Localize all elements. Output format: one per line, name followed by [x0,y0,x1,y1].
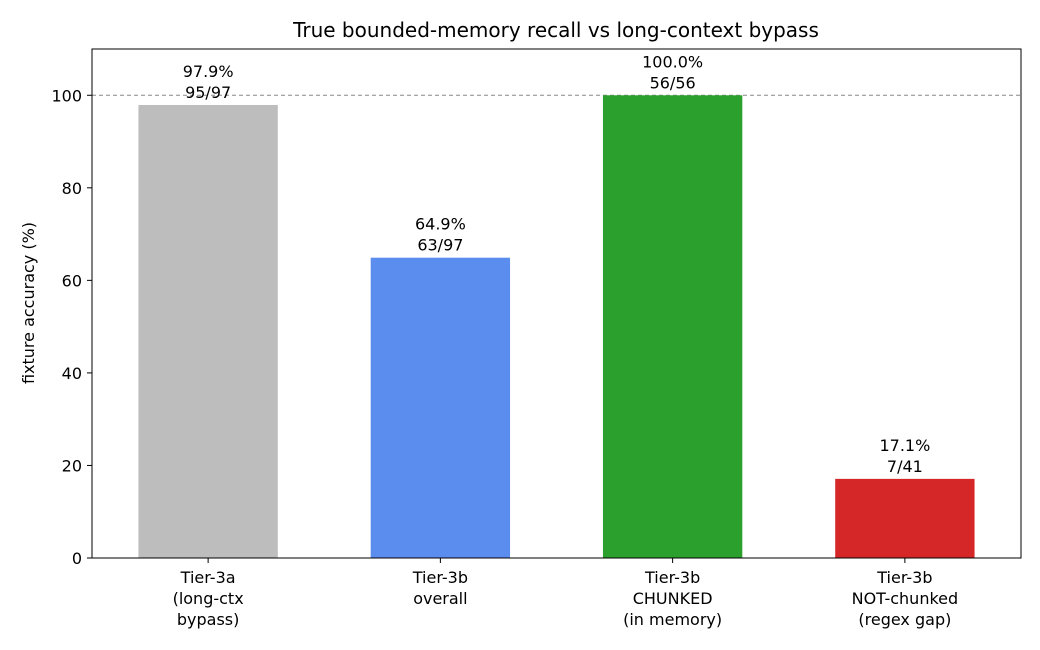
x-tick-label: overall [413,589,467,608]
y-tick-label: 60 [62,271,82,290]
y-tick-label: 0 [72,549,82,568]
bar [835,478,975,558]
x-tick-label: Tier-3a [180,568,236,587]
x-tick-label: Tier-3b [644,568,700,587]
data-label: 100.0% [642,52,703,71]
data-label: 97.9% [183,62,234,81]
x-tick-label: NOT-chunked [852,589,959,608]
chart-title: True bounded-memory recall vs long-conte… [292,18,819,42]
data-label: 64.9% [415,215,466,234]
x-tick-label: Tier-3b [412,568,468,587]
data-label: 95/97 [185,83,231,102]
data-label: 63/97 [417,236,463,255]
x-tick-label: (long-ctx [173,589,244,608]
plot-frame [91,48,1022,559]
bar [602,95,743,558]
y-axis-label: fixture accuracy (%) [19,222,38,384]
bar [370,257,511,558]
x-tick-label: (in memory) [623,610,722,629]
bar [138,104,278,559]
data-label: 7/41 [887,457,923,476]
data-label: 56/56 [650,73,696,92]
x-tick-label: CHUNKED [633,589,713,608]
x-tick-label: Tier-3b [876,568,932,587]
y-tick-label: 40 [62,364,82,383]
data-label: 17.1% [879,436,930,455]
y-tick-label: 80 [62,179,82,198]
x-tick-label: bypass) [177,610,240,629]
y-tick-label: 100 [51,86,82,105]
x-tick-label: (regex gap) [858,610,951,629]
y-tick-label: 20 [62,456,82,475]
